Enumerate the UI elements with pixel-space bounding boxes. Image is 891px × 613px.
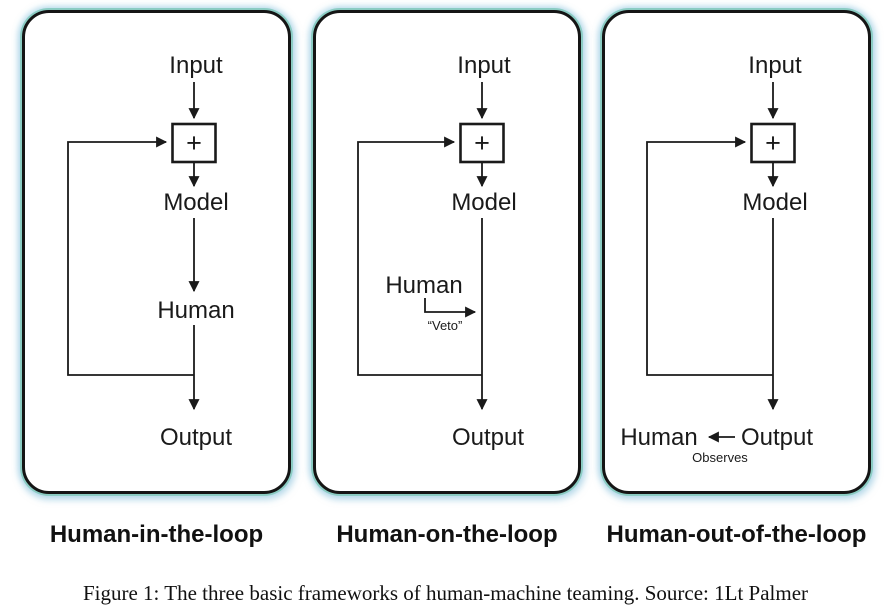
sum-box [459,122,505,164]
node-input: Input [457,52,511,79]
veto-label: “Veto” [428,318,463,333]
node-input: Input [169,52,223,79]
title-human-out-of-the-loop: Human-out-of-the-loop [606,521,867,548]
title-human-in-the-loop: Human-in-the-loop [49,521,264,548]
node-human: Human [620,424,697,451]
observes-label: Observes [692,450,748,465]
panel-human-out-of-the-loop: Input + Model Output Human [602,10,871,494]
node-output: Output [160,424,232,451]
diagram-human-on-the-loop: Input + Model Human “Veto” [357,52,524,451]
diagram-human-out-of-the-loop: Input + Model Output Human [620,52,813,465]
node-human: Human [157,297,234,324]
node-model: Model [742,189,807,216]
feedback-loop [646,136,773,376]
sum-symbol: + [765,128,781,158]
node-output: Output [741,424,813,451]
node-human: Human [385,272,462,299]
node-output: Output [452,424,524,451]
panel-human-in-the-loop: Input + Model Human Output [22,10,291,494]
sum-symbol: + [474,128,490,158]
sum-symbol: + [186,128,202,158]
diagram-human-in-the-loop: Input + Model Human Output [67,52,235,451]
feedback-loop [67,136,194,376]
panel-human-on-the-loop: Input + Model Human “Veto” [313,10,581,494]
veto-arrow [424,298,477,318]
node-model: Model [451,189,516,216]
feedback-loop [357,136,482,376]
title-human-on-the-loop: Human-on-the-loop [336,521,558,548]
node-input: Input [748,52,802,79]
figure-caption: Figure 1: The three basic frameworks of … [82,581,809,605]
node-model: Model [163,189,228,216]
